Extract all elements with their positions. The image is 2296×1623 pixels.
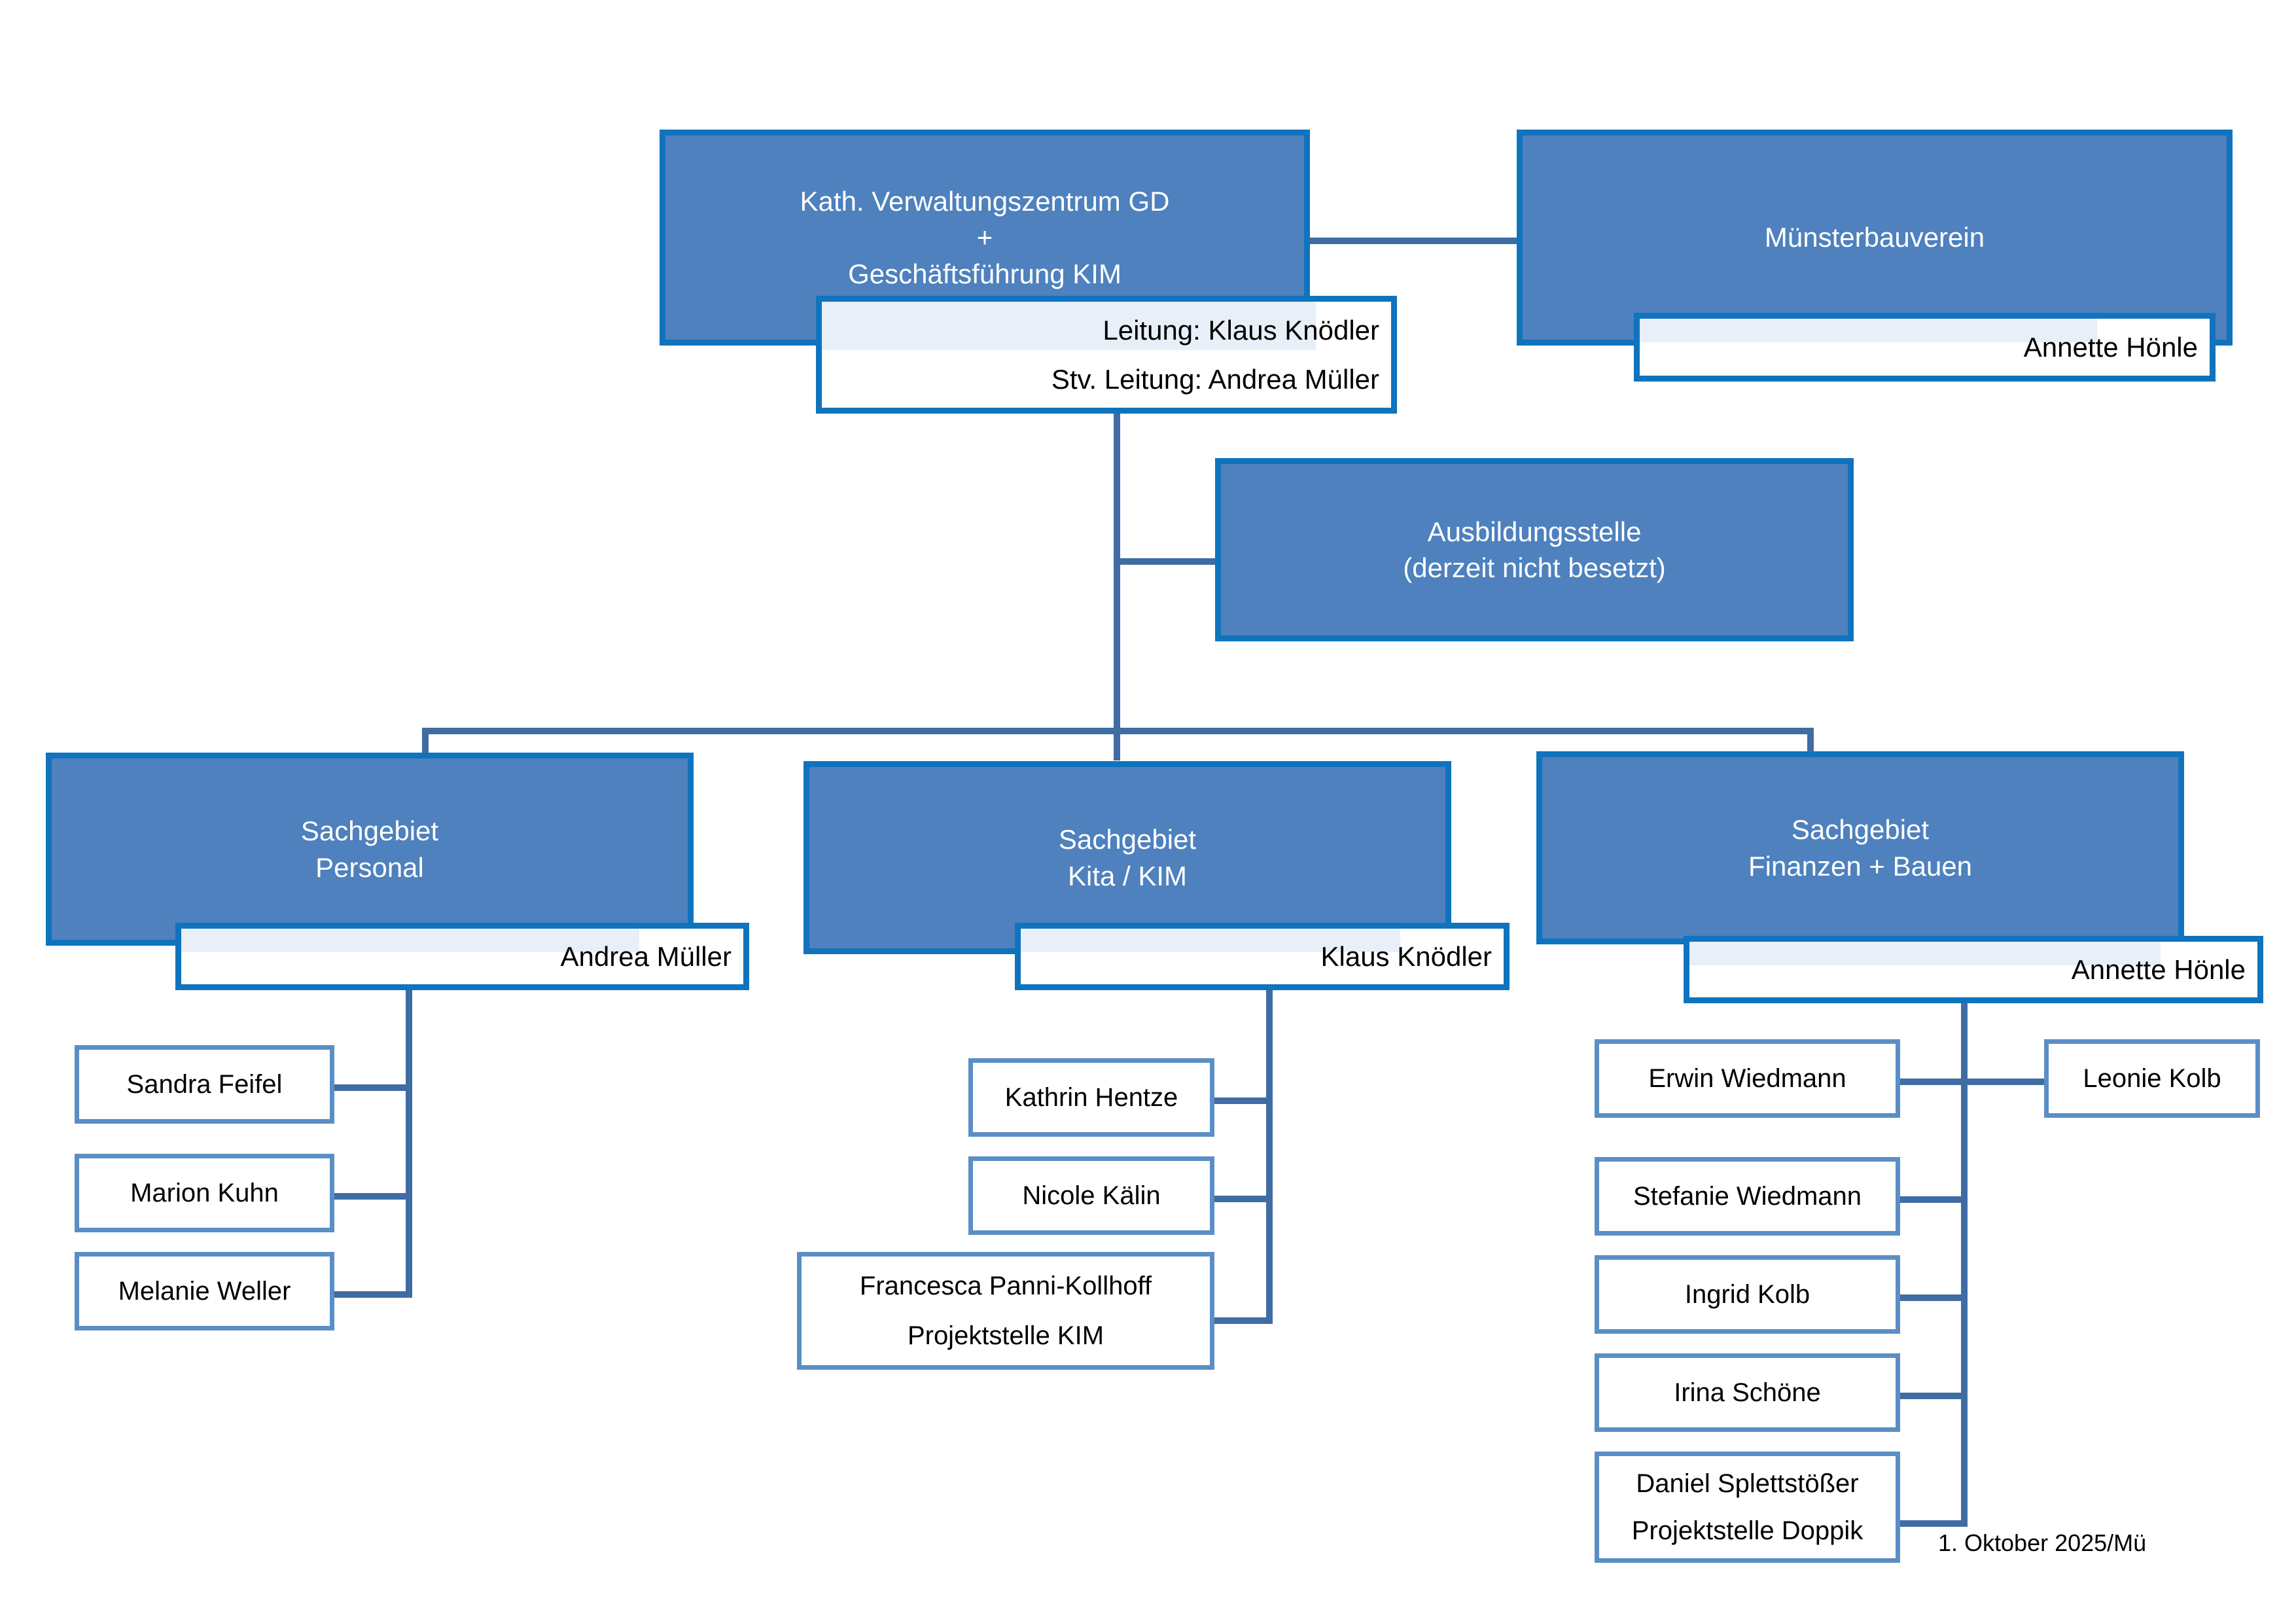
person-box-kita-0[interactable]: Kathrin Hentze	[968, 1058, 1214, 1137]
unit-sachgebiet-personal[interactable]: Sachgebiet Personal	[46, 753, 694, 946]
connector-finanzen-to-member-5	[1900, 1520, 1968, 1527]
namebox-kita-leader[interactable]: Klaus Knödler	[1015, 923, 1510, 990]
personal-leader-name: Andrea Müller	[560, 941, 732, 972]
root-title-line-3: Geschäftsführung KIM	[848, 258, 1122, 289]
kita-leader-name: Klaus Knödler	[1320, 941, 1492, 972]
person-box-personal-2[interactable]: Melanie Weller	[75, 1252, 334, 1330]
person-name: Kathrin Hentze	[1004, 1083, 1178, 1112]
root-leader-line-1: Leitung: Klaus Knödler	[1103, 315, 1379, 346]
connector-finanzen-to-leonie	[1968, 1079, 2047, 1085]
connector-root-spine-vertical	[1114, 414, 1120, 734]
connector-spine-to-ausbildungsstelle	[1120, 558, 1215, 565]
person-name: Melanie Weller	[118, 1277, 291, 1306]
finanzen-title-line-1: Sachgebiet	[1791, 814, 1930, 846]
root-title-line-1: Kath. Verwaltungszentrum GD	[800, 185, 1170, 217]
kita-title-line-2: Kita / KIM	[1067, 860, 1188, 891]
connector-finanzen-to-member-4	[1900, 1393, 1968, 1399]
muensterbauverein-leader-name: Annette Hönle	[2023, 332, 2198, 363]
person-box-personal-1[interactable]: Marion Kuhn	[75, 1154, 334, 1232]
ausbildungsstelle-title-line-2: (derzeit nicht besetzt)	[1403, 552, 1666, 583]
connector-finanzen-to-member-2	[1900, 1196, 1968, 1203]
person-name: Erwin Wiedmann	[1648, 1064, 1846, 1093]
unit-muensterbauverein[interactable]: Münsterbauverein	[1517, 130, 2233, 346]
personal-title-line-1: Sachgebiet	[300, 815, 439, 847]
person-box-finanzen-5[interactable]: Daniel Splettstößer Projektstelle Doppik	[1595, 1452, 1900, 1563]
root-title-line-2: +	[976, 222, 993, 253]
root-leader-line-2: Stv. Leitung: Andrea Müller	[1051, 364, 1379, 395]
connector-kita-to-member-0	[1214, 1097, 1273, 1104]
muensterbauverein-title: Münsterbauverein	[1764, 222, 1985, 253]
connector-personal-to-member-0	[334, 1084, 412, 1091]
person-box-finanzen-3[interactable]: Ingrid Kolb	[1595, 1255, 1900, 1334]
connector-drop-personal	[422, 728, 429, 754]
connector-drop-kita	[1114, 728, 1120, 760]
ausbildungsstelle-title-line-1: Ausbildungsstelle	[1427, 516, 1642, 547]
personal-title-line-2: Personal	[315, 851, 424, 883]
namebox-finanzen-leader[interactable]: Annette Hönle	[1684, 936, 2263, 1003]
person-name: Ingrid Kolb	[1684, 1280, 1810, 1309]
connector-personal-spine	[406, 990, 412, 1298]
unit-sachgebiet-finanzen-bauen[interactable]: Sachgebiet Finanzen + Bauen	[1536, 751, 2184, 944]
connector-finanzen-to-member-3	[1900, 1294, 1968, 1301]
namebox-root-leadership[interactable]: Leitung: Klaus Knödler Stv. Leitung: And…	[816, 296, 1397, 414]
person-box-kita-1[interactable]: Nicole Kälin	[968, 1156, 1214, 1235]
unit-sachgebiet-kita-kim[interactable]: Sachgebiet Kita / KIM	[804, 761, 1451, 954]
person-name: Francesca Panni-Kollhoff	[859, 1272, 1152, 1301]
person-name: Sandra Feifel	[126, 1070, 283, 1099]
connector-kita-to-member-2	[1214, 1317, 1273, 1324]
revision-date-label: 1. Oktober 2025/Mü	[1938, 1529, 2147, 1556]
connector-drop-finanzen	[1807, 728, 1814, 754]
person-name: Daniel Splettstößer	[1636, 1469, 1859, 1498]
connector-kita-to-member-1	[1214, 1196, 1273, 1202]
person-name: Irina Schöne	[1674, 1378, 1821, 1407]
connector-finanzen-to-member-0	[1900, 1079, 1968, 1085]
person-name: Nicole Kälin	[1022, 1181, 1161, 1210]
person-role: Projektstelle Doppik	[1631, 1516, 1863, 1545]
person-role: Projektstelle KIM	[907, 1321, 1104, 1350]
connector-root-to-muensterbauverein	[1310, 238, 1519, 244]
connector-finanzen-spine	[1961, 990, 1968, 1527]
person-box-finanzen-4[interactable]: Irina Schöne	[1595, 1353, 1900, 1432]
connector-personal-to-member-1	[334, 1193, 412, 1200]
unit-ausbildungsstelle[interactable]: Ausbildungsstelle (derzeit nicht besetzt…	[1215, 458, 1854, 641]
person-box-finanzen-2[interactable]: Stefanie Wiedmann	[1595, 1157, 1900, 1236]
person-name: Marion Kuhn	[130, 1179, 279, 1207]
namebox-muensterbauverein-leader[interactable]: Annette Hönle	[1634, 313, 2216, 382]
person-name: Leonie Kolb	[2083, 1064, 2221, 1093]
person-box-personal-0[interactable]: Sandra Feifel	[75, 1045, 334, 1124]
person-box-kita-2[interactable]: Francesca Panni-Kollhoff Projektstelle K…	[797, 1252, 1214, 1370]
finanzen-title-line-2: Finanzen + Bauen	[1748, 850, 1973, 882]
person-name: Stefanie Wiedmann	[1633, 1182, 1862, 1211]
namebox-personal-leader[interactable]: Andrea Müller	[175, 923, 749, 990]
person-box-finanzen-leonie-kolb[interactable]: Leonie Kolb	[2044, 1039, 2260, 1118]
connector-personal-to-member-2	[334, 1291, 412, 1298]
finanzen-leader-name: Annette Hönle	[2071, 954, 2246, 985]
connector-kita-spine	[1266, 990, 1273, 1324]
kita-title-line-1: Sachgebiet	[1058, 824, 1197, 855]
person-box-finanzen-0[interactable]: Erwin Wiedmann	[1595, 1039, 1900, 1118]
